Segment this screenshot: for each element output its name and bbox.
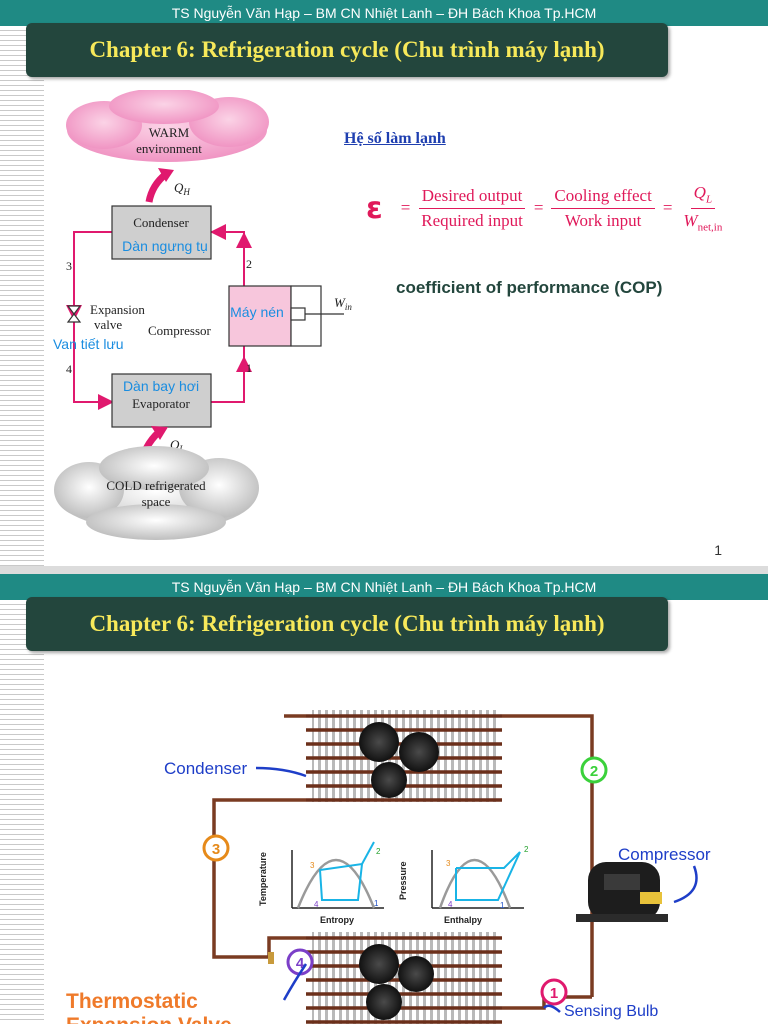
svg-text:2: 2 (590, 763, 598, 780)
cooling-effect: Cooling effect (551, 186, 655, 209)
thermostatic-expansion-valve-icon (268, 952, 274, 964)
cold-space-cloud (54, 446, 259, 540)
expansion-vi-label: Van tiết lưu (53, 336, 124, 352)
fan-icon (398, 956, 434, 992)
work-input: Work input (564, 210, 642, 230)
compressor-unit (576, 862, 668, 922)
svg-text:4: 4 (296, 955, 305, 972)
ql-arrow-head (151, 426, 168, 440)
svg-text:4: 4 (314, 900, 319, 909)
ts-xlabel: Entropy (320, 915, 354, 925)
slide-title-box: Chapter 6: Refrigeration cycle (Chu trìn… (26, 23, 668, 77)
cop-formula: ε = Desired output Required input = Cool… (366, 178, 725, 238)
compressor-vi-label: Máy nén (230, 304, 284, 320)
warm-environment-cloud (66, 90, 269, 162)
slide-title-box: Chapter 6: Refrigeration cycle (Chu trìn… (26, 597, 668, 651)
expansion-label-line1: Expansion (90, 302, 145, 317)
cop-heading: Hệ số làm lạnh (344, 130, 446, 147)
refrigeration-system-illustration: Temperature Entropy 3 2 4 1 Pressure Ent… (66, 710, 711, 1024)
warm-label-line2: environment (136, 141, 202, 156)
slide-1: TS Nguyễn Văn Hạp – BM CN Nhiệt Lanh – Đ… (0, 0, 768, 566)
fraction-cooling-work: Cooling effect Work input (551, 186, 655, 231)
fan-icon (359, 722, 399, 762)
state-marker-1: 1 (540, 978, 568, 1006)
wnet-symbol: Wnet,in (683, 210, 723, 233)
cold-label-line2: space (142, 494, 171, 509)
cop-label: coefficient of performance (COP) (396, 278, 663, 297)
svg-text:3: 3 (212, 841, 220, 858)
evaporator-vi-label: Dàn bay hơi (123, 378, 199, 394)
cold-label-line1: COLD refrigerated (106, 478, 206, 493)
condenser-label: Condenser (133, 215, 189, 230)
expansion-valve-icon (66, 305, 82, 323)
equals-sign: = (662, 198, 673, 217)
equals-sign: = (533, 198, 544, 217)
state-2-label: 2 (246, 257, 252, 271)
svg-text:3: 3 (310, 861, 315, 870)
slide-separator (0, 566, 768, 574)
equals-sign: = (400, 198, 411, 217)
ph-ylabel: Pressure (398, 861, 408, 900)
fan-icon (359, 944, 399, 984)
refrigeration-cycle-diagram: WARM environment QH Condenser Dàn ngưng … (53, 90, 352, 540)
compressor-box (228, 285, 292, 347)
evaporator-label: Evaporator (132, 396, 190, 411)
fraction-ql-wnet: QL Wnet,in (680, 183, 725, 233)
warm-label-line1: WARM (149, 125, 190, 140)
fan-icon (371, 762, 407, 798)
state-3-label: 3 (66, 259, 72, 273)
state-marker-3: 3 (202, 834, 230, 862)
ql-symbol: QL (690, 183, 716, 209)
svg-text:1: 1 (500, 901, 505, 910)
expansion-label-line2: valve (94, 317, 122, 332)
condenser-callout: Condenser (164, 759, 248, 778)
svg-text:4: 4 (448, 900, 453, 909)
slide-title: Chapter 6: Refrigeration cycle (Chu trìn… (89, 37, 605, 62)
qh-arrow-head (158, 168, 174, 182)
qh-arrow (145, 171, 169, 203)
slide-2: TS Nguyễn Văn Hạp – BM CN Nhiệt Lanh – Đ… (0, 574, 768, 1024)
slide-stripes (0, 26, 44, 566)
ph-xlabel: Enthalpy (444, 915, 482, 925)
slide-header: TS Nguyễn Văn Hạp – BM CN Nhiệt Lanh – Đ… (0, 574, 768, 600)
callout-lines (255, 766, 698, 1013)
desired-output: Desired output (418, 186, 526, 209)
compressor-callout: Compressor (618, 845, 711, 864)
svg-text:1: 1 (550, 985, 558, 1002)
slide-header: TS Nguyễn Văn Hạp – BM CN Nhiệt Lanh – Đ… (0, 0, 768, 26)
evaporator-coil (306, 932, 502, 1024)
state-4-label: 4 (66, 362, 72, 376)
sensing-bulb-callout: Sensing Bulb (564, 1003, 658, 1020)
fraction-desired-required: Desired output Required input (418, 186, 526, 231)
condenser-box (111, 205, 212, 260)
condenser-vi-label: Dàn ngưng tụ (122, 238, 208, 254)
ts-ylabel: Temperature (258, 852, 268, 906)
compressor-label: Compressor (148, 323, 212, 338)
required-input: Required input (421, 210, 523, 230)
fan-icon (366, 984, 402, 1020)
svg-text:2: 2 (376, 847, 381, 856)
evaporator-box (111, 373, 212, 428)
svg-text:1: 1 (374, 899, 379, 908)
epsilon-symbol: ε (366, 190, 383, 226)
page-number: 1 (714, 542, 722, 558)
fan-icon (399, 732, 439, 772)
state-marker-2: 2 (580, 756, 608, 784)
state-marker-4: 4 (286, 948, 314, 976)
qh-label: QH (174, 180, 190, 197)
condenser-coil (306, 710, 502, 802)
compressor-piston (290, 307, 306, 321)
slide-stripes (0, 600, 44, 1024)
ts-diagram: Temperature Entropy 3 2 4 1 (258, 841, 384, 925)
state-1-label: 1 (246, 361, 252, 375)
thermostatic-callout-line1: Thermostatic (66, 990, 198, 1013)
svg-text:2: 2 (524, 845, 529, 854)
thermostatic-callout-line2: Expansion Valve (66, 1014, 232, 1024)
svg-text:3: 3 (446, 859, 451, 868)
ph-diagram: Pressure Enthalpy 3 2 4 1 (398, 845, 529, 925)
win-label: Win (334, 295, 352, 312)
slide-title: Chapter 6: Refrigeration cycle (Chu trìn… (89, 611, 605, 636)
